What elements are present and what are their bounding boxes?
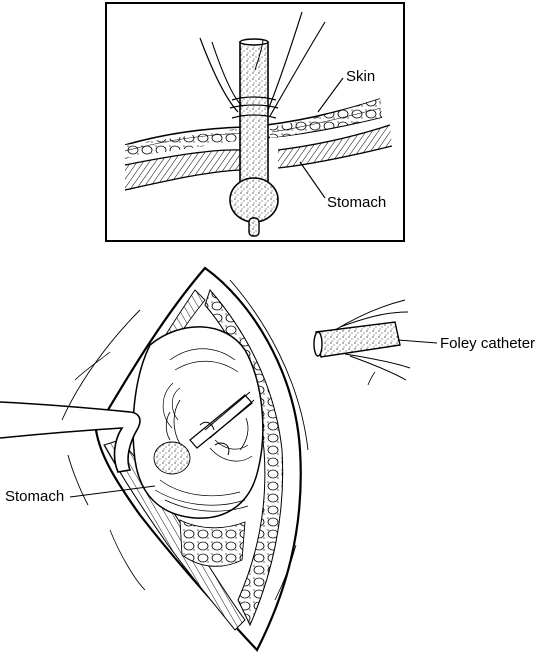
stomach-label-bottom: Stomach [5, 489, 64, 504]
foley-catheter-detail [314, 300, 437, 385]
surgical-view [0, 268, 308, 650]
stomach-body [133, 327, 263, 518]
skin-label: Skin [346, 69, 375, 84]
stomach-label-top: Stomach [327, 195, 386, 210]
foley-catheter-label: Foley catheter [440, 336, 535, 351]
foley-leader-line [398, 340, 437, 343]
